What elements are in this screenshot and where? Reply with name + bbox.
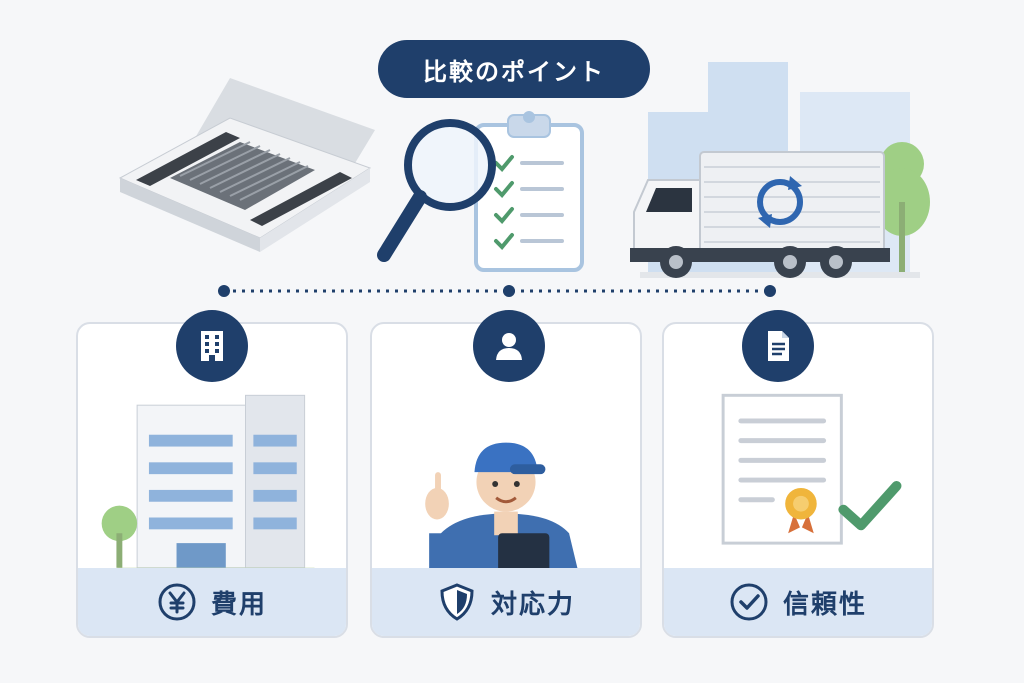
check-circle-icon (730, 583, 768, 621)
technician-illustration (425, 442, 581, 583)
building-icon (201, 331, 223, 361)
yen-icon (158, 583, 196, 621)
person-badge (473, 310, 545, 382)
card-label-cost: 費用 (210, 589, 267, 620)
inspection-checklist-illustration (377, 111, 584, 272)
document-badge (742, 310, 814, 382)
card-cost: 費用 (76, 322, 348, 638)
office-building-illustration (101, 394, 315, 574)
card-label-response: 対応力 (490, 589, 575, 620)
shield-icon (440, 583, 474, 621)
card-label-reliability: 信頼性 (782, 589, 867, 620)
delivery-truck-illustration (630, 62, 930, 278)
certificate-illustration (721, 393, 902, 545)
page-title: 比較のポイント (378, 40, 650, 98)
person-icon (496, 333, 522, 360)
card-footer-reliability: 信頼性 (664, 568, 932, 636)
card-footer-response: 対応力 (372, 568, 640, 636)
card-footer-cost: 費用 (78, 568, 346, 636)
building-badge (176, 310, 248, 382)
document-icon (768, 331, 789, 361)
air-conditioner-illustration (118, 78, 375, 252)
